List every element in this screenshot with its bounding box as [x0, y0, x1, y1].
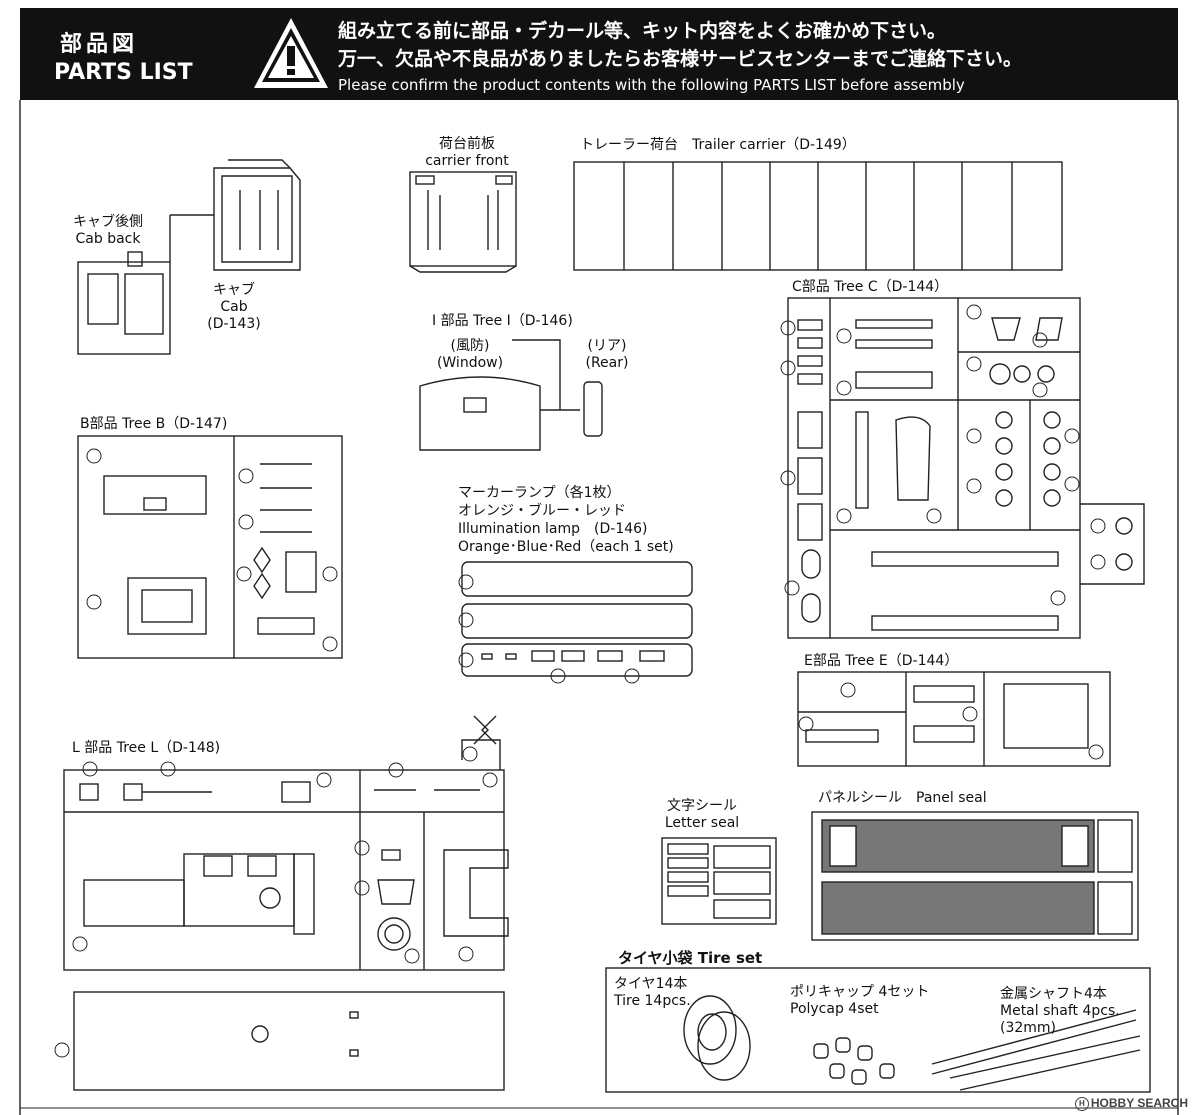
panel-seal-part	[811, 811, 1139, 941]
metal-shaft-label-jp: 金属シャフト4本	[1000, 986, 1107, 1002]
rear-label-en: (Rear)	[585, 355, 629, 371]
tree-b-part	[77, 435, 343, 659]
cab-part	[213, 159, 301, 271]
window-label-jp: (風防)	[450, 338, 490, 354]
marker-lamp-line-2: オレンジ・ブルー・レッド	[458, 503, 626, 519]
tire-label-jp: タイヤ14本	[614, 976, 688, 992]
part-number-callouts	[54, 304, 1106, 1058]
cab-back-label-en: Cab back	[75, 231, 141, 247]
tree-e-title: E部品 Tree E（D-144）	[804, 653, 959, 669]
polycap-label-jp: ポリキャップ 4セット	[790, 984, 930, 1000]
tree-l-part	[63, 715, 509, 1091]
trailer-carrier-label: トレーラー荷台 Trailer carrier（D-149）	[580, 137, 856, 153]
watermark-text: HOBBY SEARCH	[1090, 1096, 1188, 1111]
window-label-en: (Window)	[436, 355, 504, 371]
window-label: (風防) (Window)	[420, 338, 520, 372]
tire-label-en: Tire 14pcs.	[614, 993, 691, 1009]
notice-line-1: 組み立てる前に部品・デカール等、キット内容をよくお確かめ下さい。	[338, 20, 947, 42]
tire-set-title: タイヤ小袋 Tire set	[618, 949, 763, 967]
header-banner: 部品図 PARTS LIST 組み立てる前に部品・デカール等、キット内容をよくお…	[20, 8, 1178, 100]
tree-i-title: I 部品 Tree I（D-146)	[432, 313, 573, 329]
warning-icon	[254, 18, 328, 88]
trailer-carrier-part	[573, 161, 1063, 271]
marker-lamp-line-3: Illumination lamp (D-146)	[458, 521, 648, 537]
carrier-front-part	[409, 171, 517, 273]
tree-e-part	[797, 671, 1111, 767]
watermark-logo-icon: H	[1074, 1097, 1089, 1111]
page-title-en: PARTS LIST	[54, 60, 193, 85]
panel-seal-label: パネルシール Panel seal	[818, 790, 987, 806]
tire-label: タイヤ14本 Tire 14pcs.	[614, 976, 691, 1010]
cab-label-code: (D-143)	[207, 316, 261, 332]
letter-seal-label: 文字シール Letter seal	[654, 798, 750, 832]
carrier-front-label-jp: 荷台前板	[439, 136, 495, 152]
tree-c-title: C部品 Tree C（D-144）	[792, 279, 949, 295]
tree-l-title: L 部品 Tree L（D-148)	[72, 740, 221, 756]
tree-b-title: B部品 Tree B（D-147)	[80, 416, 228, 432]
page-title-jp: 部品図	[60, 32, 139, 57]
notice-line-3: Please confirm the product contents with…	[338, 76, 965, 94]
cab-label-en: Cab	[220, 299, 248, 315]
marker-lamp-line-4: Orange･Blue･Red（each 1 set)	[458, 539, 674, 555]
letter-seal-label-jp: 文字シール	[667, 798, 737, 814]
polycap-label-en: Polycap 4set	[790, 1001, 879, 1017]
notice-line-2: 万一、欠品や不良品がありましたらお客様サービスセンターまでご連絡下さい。	[338, 48, 1023, 70]
metal-shaft-label: 金属シャフト4本 Metal shaft 4pcs. (32mm)	[1000, 986, 1120, 1037]
metal-shaft-label-en: Metal shaft 4pcs.	[1000, 1003, 1120, 1019]
rear-label-jp: (リア)	[587, 338, 627, 354]
cab-label: キャブ Cab (D-143)	[196, 282, 272, 333]
carrier-front-label-en: carrier front	[425, 153, 509, 169]
cab-back-part	[77, 214, 214, 355]
marker-lamp-label: マーカーランプ（各1枚） オレンジ・ブルー・レッド Illumination l…	[458, 484, 674, 556]
carrier-front-label: 荷台前板 carrier front	[412, 136, 522, 170]
cab-back-label-jp: キャブ後側	[73, 214, 143, 230]
cab-label-jp: キャブ	[213, 282, 255, 298]
metal-shaft-label-size: (32mm)	[1000, 1020, 1057, 1036]
tree-i-part	[419, 339, 603, 451]
polycap-label: ポリキャップ 4セット Polycap 4set	[790, 984, 929, 1018]
marker-lamp-part	[461, 561, 693, 677]
cab-back-label: キャブ後側 Cab back	[58, 214, 158, 248]
letter-seal-label-en: Letter seal	[664, 815, 740, 831]
marker-lamp-line-1: マーカーランプ（各1枚）	[458, 485, 621, 501]
rear-label: (リア) (Rear)	[572, 338, 642, 372]
letter-seal-part	[661, 837, 777, 925]
tire-set-part	[605, 967, 1151, 1093]
tree-c-part	[787, 297, 1145, 639]
